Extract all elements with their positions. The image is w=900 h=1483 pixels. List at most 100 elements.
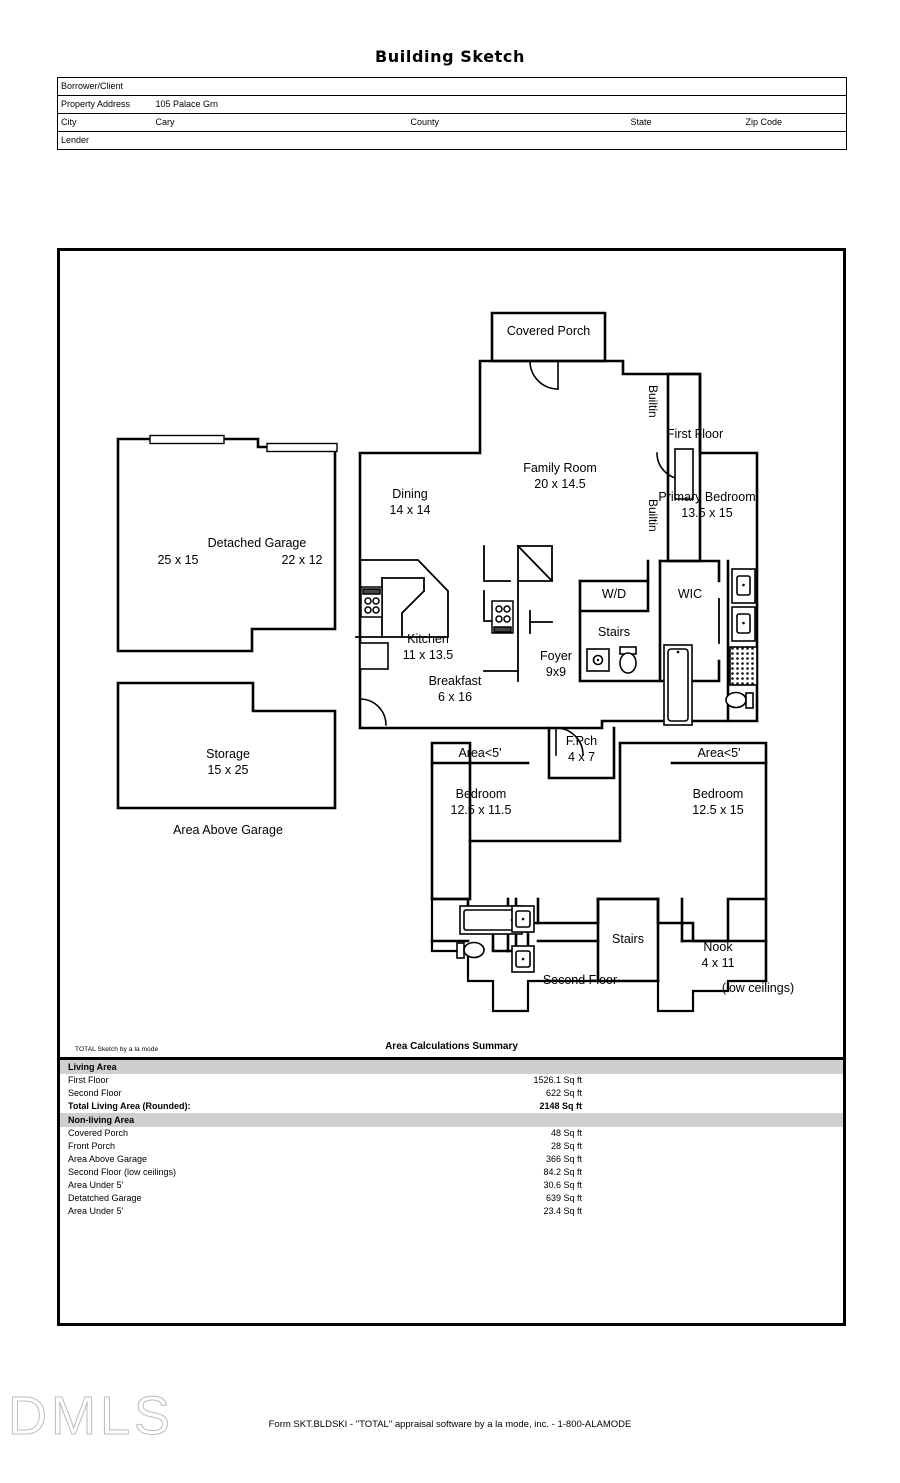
sink-icon-kitchen (359, 642, 389, 670)
calc-row-spacer (582, 1140, 843, 1153)
floorplan-drawing: Detached Garage 25 x 15 22 x 12 Storage … (60, 251, 843, 1041)
room-label-front-porch: F.Pch (565, 734, 598, 748)
room-dim-bedroom-right: 12.5 x 15 (692, 803, 744, 817)
property-info-table: Borrower/Client Property Address 105 Pal… (57, 77, 847, 150)
door-swing-front-porch (555, 727, 584, 756)
room-dim-detached-garage-right: 22 x 12 (281, 553, 323, 567)
property-address-value[interactable]: 105 Palace Grn (145, 95, 847, 114)
city-value[interactable]: Cary (145, 113, 408, 132)
form-footer-note: Form SKT.BLDSKI - "TOTAL" appraisal soft… (268, 1419, 632, 1430)
room-label-washer-dryer: W/D (601, 587, 627, 601)
lender-label: Lender (57, 131, 146, 150)
area-label-under-5-left: Area<5' (458, 746, 502, 760)
room-dim-kitchen: 11 x 13.5 (402, 648, 454, 662)
room-label-stairs-second-floor: Stairs (612, 932, 644, 946)
covered-porch-outline (490, 311, 607, 363)
lender-value[interactable] (145, 131, 847, 150)
borrower-label: Borrower/Client (57, 77, 146, 96)
door-swing-breakfast (359, 698, 387, 726)
calc-row-spacer (582, 1087, 843, 1100)
room-label-kitchen: Kitchen (407, 632, 449, 646)
calc-row-label: Area Above Garage (68, 1154, 148, 1164)
calc-row-spacer (582, 1153, 843, 1166)
county-value[interactable] (522, 113, 628, 132)
table-row-borrower: Borrower/Client (57, 77, 847, 96)
calc-row-label: Area Under 5' (68, 1180, 124, 1190)
calc-row-label: Total Living Area (Rounded): (68, 1101, 191, 1111)
county-label: County (407, 113, 523, 132)
room-label-dining: Dining (392, 487, 428, 501)
calc-row: Area Under 5'23.4 Sq ft (60, 1205, 843, 1218)
calc-row-value: 2148 Sq ft (539, 1101, 582, 1111)
toilet-icon-second-floor-bath (456, 941, 485, 959)
sketch-credit: TOTAL Sketch by a la mode (75, 1046, 159, 1053)
sink-icon-powder (586, 648, 610, 672)
calc-row-spacer (582, 1179, 843, 1192)
room-dim-dining: 14 x 14 (389, 503, 431, 517)
shower-icon-primary-bath (729, 646, 758, 686)
room-dim-breakfast: 6 x 16 (437, 690, 473, 704)
garage-door-icon-left (149, 434, 225, 445)
calc-row-value: 366 Sq ft (545, 1154, 582, 1164)
dmls-watermark: DMLS (7, 1386, 175, 1447)
floor-label-first-floor: First Floor (666, 427, 724, 441)
room-label-storage: Storage (206, 747, 250, 761)
room-label-bedroom-left: Bedroom (455, 787, 507, 801)
table-row-city: City Cary County State Zip Code (57, 113, 847, 132)
front-porch-outline (547, 726, 616, 780)
room-dim-family-room: 20 x 14.5 (534, 477, 586, 491)
calc-section-label: Living Area (60, 1060, 843, 1074)
state-value[interactable] (687, 113, 743, 132)
calc-row-spacer (582, 1074, 843, 1087)
calc-row: Total Living Area (Rounded): 2148 Sq ft (60, 1100, 843, 1113)
sketch-frame: Detached Garage 25 x 15 22 x 12 Storage … (57, 248, 846, 1326)
sink-icon-second-floor-lower (511, 945, 535, 973)
door-swing-covered-porch (529, 360, 559, 390)
calc-section-label: Non-living Area (60, 1113, 843, 1127)
stove-icon-secondary (491, 600, 514, 634)
calc-row-value: 30.6 Sq ft (543, 1180, 582, 1190)
calc-row-value: 1526.1 Sq ft (533, 1075, 582, 1085)
table-row-property-address: Property Address 105 Palace Grn (57, 95, 847, 114)
borrower-value[interactable] (145, 77, 847, 96)
calc-row-label: Covered Porch (68, 1128, 129, 1138)
calc-row-spacer (582, 1100, 843, 1113)
room-label-family-room: Family Room (523, 461, 597, 475)
calc-row-label: Front Porch (68, 1141, 116, 1151)
storage-outline (116, 681, 337, 810)
room-dim-foyer: 9x9 (545, 665, 567, 679)
calc-section-header: Living Area (60, 1060, 843, 1074)
calc-row-label: First Floor (68, 1075, 109, 1085)
toilet-icon-primary-bath (725, 691, 754, 709)
room-dim-nook: 4 x 11 (701, 956, 735, 970)
room-label-wic: WIC (677, 587, 703, 601)
calc-section-header: Non-living Area (60, 1113, 843, 1127)
calc-row-value: 639 Sq ft (545, 1193, 582, 1203)
room-dim-front-porch: 4 x 7 (567, 750, 596, 764)
room-label-builtin-upper: Builtin (646, 385, 660, 418)
calc-row-value: 48 Sq ft (550, 1128, 582, 1138)
area-label-above-garage: Area Above Garage (173, 823, 283, 837)
city-label: City (57, 113, 146, 132)
builtin-fireplace-opening (674, 448, 694, 500)
room-dim-detached-garage-left: 25 x 15 (157, 553, 199, 567)
tub-icon-primary-bath (663, 644, 693, 726)
calc-row-spacer (582, 1205, 843, 1218)
calc-row: Covered Porch 48 Sq ft (60, 1127, 843, 1140)
page-title: Building Sketch (374, 47, 525, 66)
calc-row-label: Second Floor (68, 1088, 122, 1098)
wd-stairs-outline (578, 559, 662, 683)
garage-door-icon-right (266, 442, 338, 453)
room-label-breakfast: Breakfast (428, 674, 482, 688)
state-label: State (627, 113, 688, 132)
second-floor-lower-outline (430, 897, 768, 1013)
calc-row: Area Above Garage 366 Sq ft (60, 1153, 843, 1166)
sink-icon-second-floor-upper (511, 905, 535, 933)
room-label-bedroom-right: Bedroom (692, 787, 744, 801)
calc-row-value: 28 Sq ft (550, 1141, 582, 1151)
calc-row-label: Detatched Garage (68, 1193, 142, 1203)
zip-value[interactable] (798, 113, 847, 132)
